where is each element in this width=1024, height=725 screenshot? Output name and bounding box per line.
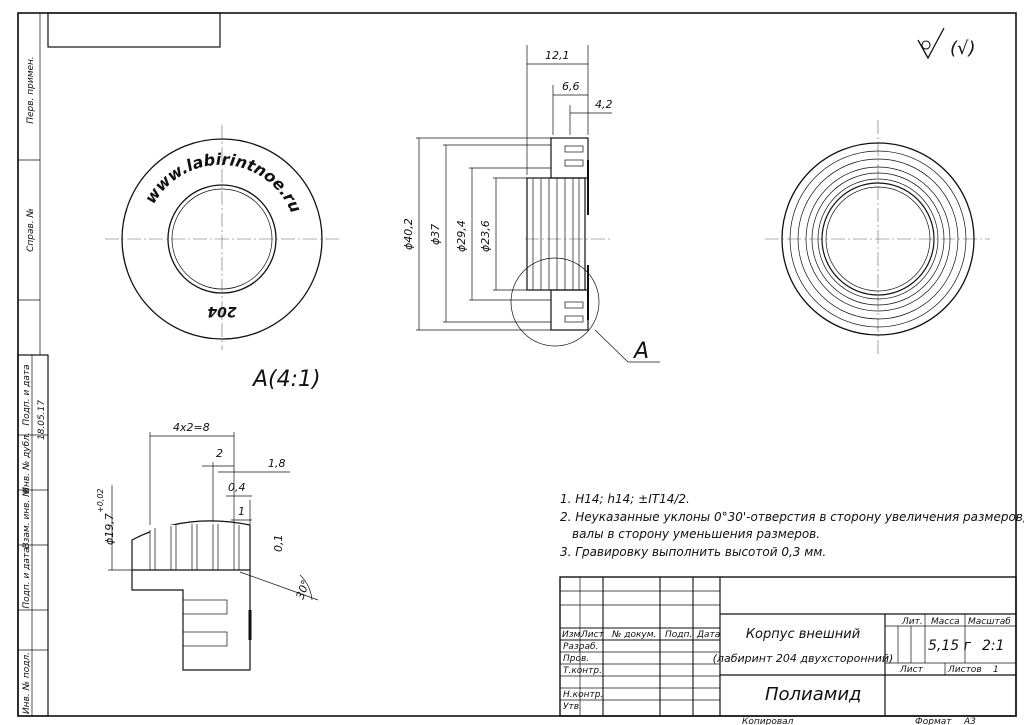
- copied-label: Копировал: [742, 717, 794, 725]
- note-3: 3. Гравировку выполнить высотой 0,3 мм.: [560, 545, 826, 559]
- mass-value: 5,15 г: [928, 638, 972, 654]
- role-approved: Утв.: [563, 702, 582, 712]
- header-izm: Изм.: [562, 630, 583, 640]
- part-name-sub: (лабиринт 204 двухсторонний): [713, 652, 894, 665]
- side-labels: Перв. примен. Справ. № Подп. и дата 18.0…: [22, 56, 47, 714]
- format-label: Формат: [915, 717, 952, 725]
- scale-label: Масштаб: [968, 617, 1011, 627]
- note-1: 1. H14; h14; ±IT14/2.: [560, 492, 690, 506]
- label-replace-inv: Взам. инв. №: [22, 487, 32, 548]
- dim-d4: ϕ23,6: [479, 220, 492, 252]
- dim-width-small: 4,2: [595, 98, 613, 111]
- dim-tol: +0,02: [96, 488, 105, 513]
- dim-1-8: 1,8: [268, 457, 286, 470]
- header-date: Дата: [696, 630, 720, 640]
- dim-0-4: 0,4: [228, 481, 246, 494]
- label-inv-orig: Инв. № подл.: [22, 652, 32, 714]
- technical-notes: 1. H14; h14; ±IT14/2. 2. Неуказанные укл…: [560, 492, 1024, 559]
- dim-pitch: 4x2=8: [173, 421, 210, 434]
- sheets-label: Листов: [947, 665, 982, 675]
- roughness-bracket: (√): [950, 38, 976, 59]
- header-list: Лист: [580, 630, 605, 640]
- right-view: [765, 120, 990, 355]
- label-sign-date-top: Подп. и дата: [22, 364, 32, 425]
- section-view: A 12,1 6,6 4,2 ϕ40,2 ϕ37 ϕ29,4 ϕ23,6: [402, 45, 660, 364]
- dim-d3: ϕ29,4: [455, 220, 468, 252]
- dim-0-1: 0,1: [272, 535, 285, 553]
- detail-marker: A: [632, 339, 649, 364]
- engraving-url: www.labirintnoe.ru: [141, 150, 306, 216]
- label-first-use: Перв. примен.: [26, 56, 36, 124]
- detail-title: A(4:1): [251, 367, 321, 392]
- note-2: 2. Неуказанные уклоны 0°30'-отверстия в …: [560, 510, 1024, 524]
- dim-2: 2: [216, 447, 223, 460]
- dim-diam: ϕ19,7: [103, 513, 116, 545]
- dim-d1: ϕ40,2: [402, 218, 415, 250]
- sheet-label: Лист: [899, 665, 924, 675]
- scale-value: 2:1: [982, 638, 1005, 654]
- dim-1: 1: [238, 505, 245, 518]
- sheet-frame: [17, 12, 1017, 717]
- engraving-number: 204: [207, 303, 236, 319]
- part-name: Корпус внешний: [746, 627, 860, 642]
- dim-d2: ϕ37: [429, 224, 442, 245]
- mass-label: Масса: [931, 617, 960, 627]
- note-2-cont: валы в сторону уменьшения размеров.: [572, 527, 820, 541]
- material: Полиамид: [765, 684, 862, 705]
- angle-label: 30°: [294, 578, 313, 601]
- detail-view: A(4:1) 4x2=8 2 1,8 0,4 1 0,1: [96, 367, 321, 671]
- dim-width-mid: 6,6: [562, 80, 580, 93]
- role-tech-control: Т.контр.: [563, 666, 602, 676]
- lit-label: Лит.: [901, 617, 923, 627]
- sheets-value: 1: [993, 665, 999, 675]
- label-inv-dup: Инв. № дубл.: [22, 432, 32, 494]
- label-date-value: 18.05.17: [37, 400, 47, 440]
- format-value: А3: [963, 717, 976, 725]
- header-sign: Подп.: [665, 630, 692, 640]
- front-view: www.labirintnoe.ru 204: [105, 125, 340, 350]
- role-norm-control: Н.контр.: [563, 690, 603, 700]
- header-doc: № докум.: [611, 630, 656, 640]
- dim-width-total: 12,1: [545, 49, 570, 62]
- label-ref-no: Справ. №: [26, 208, 36, 252]
- label-sign-date-bottom: Подп. и дата: [22, 547, 32, 608]
- role-developer: Разраб.: [563, 642, 598, 652]
- title-block: Изм. Лист № докум. Подп. Дата Разраб. Пр…: [559, 576, 1017, 725]
- roughness-symbol: (√): [917, 27, 976, 60]
- role-checker: Пров.: [563, 654, 589, 664]
